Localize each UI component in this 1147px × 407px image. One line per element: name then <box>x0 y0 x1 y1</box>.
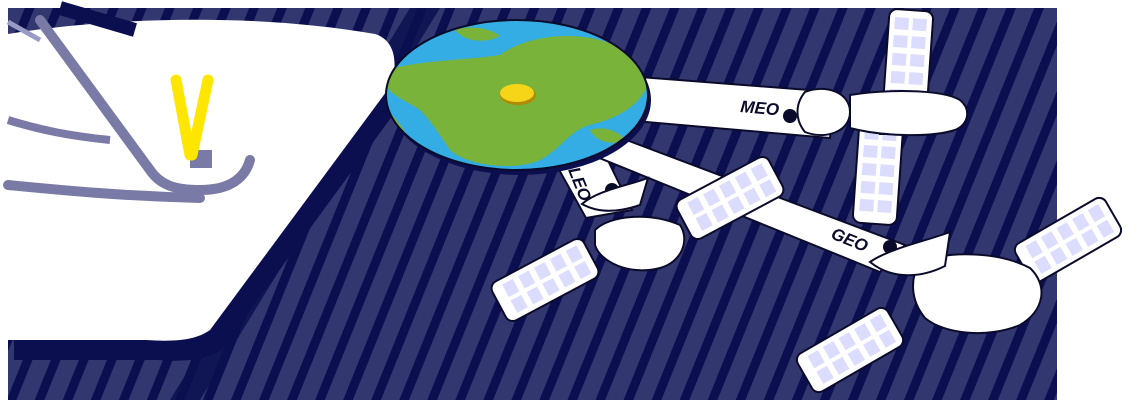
meo-connector-dot <box>783 109 797 123</box>
meo-label: MEO <box>740 97 780 119</box>
